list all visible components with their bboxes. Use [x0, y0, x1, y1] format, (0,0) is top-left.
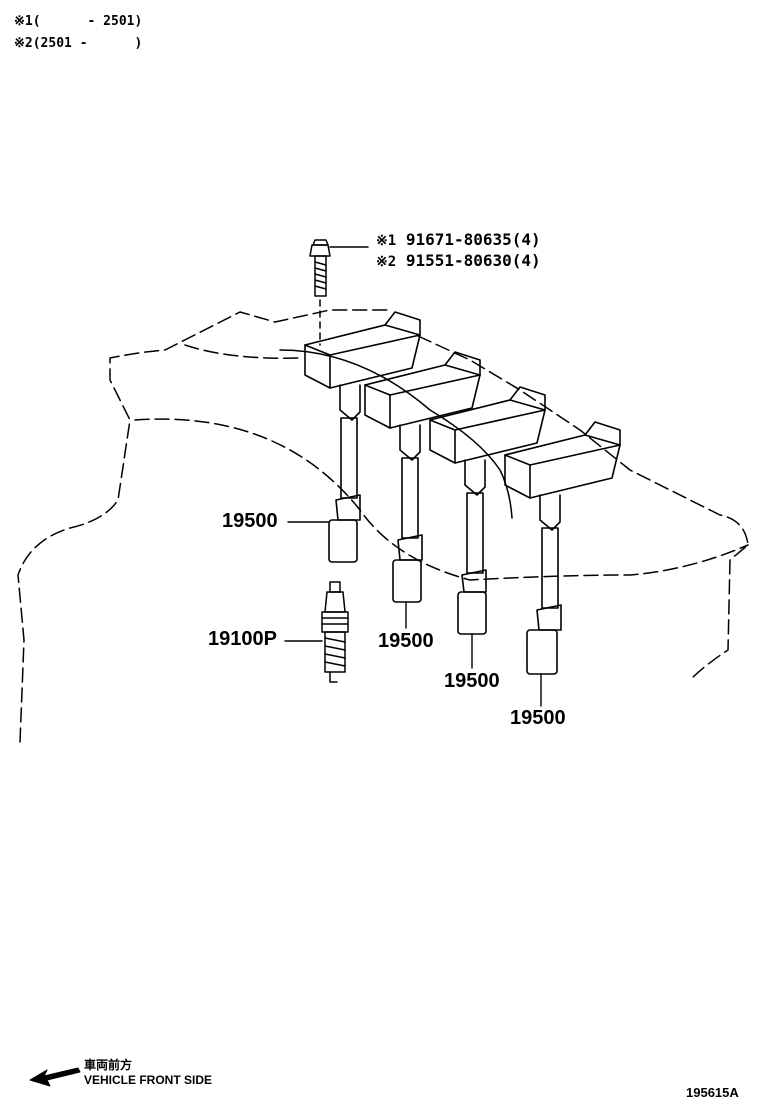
bolt-callout-2-part: 91551-80630(4) — [405, 251, 541, 270]
part-label-coil-1: 19500 — [222, 510, 278, 532]
ignition-coil-2 — [364, 351, 481, 603]
note-2-text: (2501 - ) — [32, 36, 143, 51]
bolt-callout-1-mark: ※1 — [376, 233, 397, 249]
spark-plug-icon — [321, 581, 349, 683]
leader-lines — [284, 521, 542, 707]
ignition-coil-3 — [429, 386, 546, 635]
note-1-text: ( - 2501) — [32, 14, 143, 29]
engine-outline — [17, 309, 749, 743]
note-2: ※2(2501 - ) — [14, 36, 142, 51]
arrow-front-left-icon — [29, 1067, 81, 1087]
note-2-mark: ※2 — [14, 36, 33, 51]
part-label-coil-2: 19500 — [378, 630, 434, 652]
note-1: ※1( - 2501) — [14, 14, 142, 29]
part-label-spark-plug: 19100P — [208, 628, 277, 650]
ignition-coil-4 — [504, 421, 621, 675]
ignition-coil-1 — [304, 311, 421, 563]
bolt-callout-line-1: ※1 91671-80635(4) — [376, 230, 541, 249]
figure-id: 195615A — [686, 1085, 739, 1100]
bolt-icon — [309, 239, 369, 346]
note-1-mark: ※1 — [14, 14, 33, 29]
orientation-jp-label: 車両前方 — [84, 1058, 133, 1072]
part-label-coil-3: 19500 — [444, 670, 500, 692]
orientation-en-label: VEHICLE FRONT SIDE — [84, 1073, 213, 1087]
bolt-callout-line-2: ※2 91551-80630(4) — [376, 251, 541, 270]
part-label-coil-4: 19500 — [510, 707, 566, 729]
bolt-callout-2-mark: ※2 — [376, 254, 397, 270]
bolt-callout-1-part: 91671-80635(4) — [405, 230, 541, 249]
